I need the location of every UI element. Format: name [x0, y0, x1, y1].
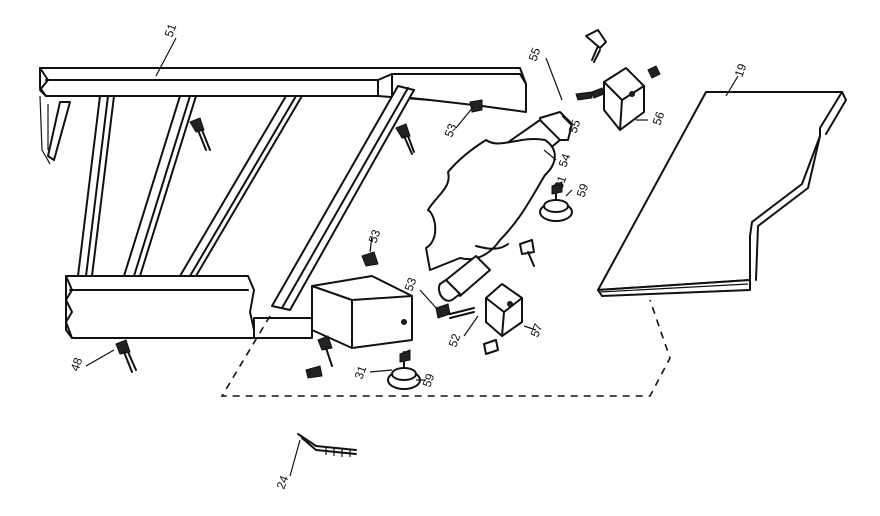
front-end-bracket	[311, 275, 413, 349]
label-55-right: 55	[566, 117, 584, 135]
hook-bolt	[297, 433, 357, 457]
assembly-dashed-line	[220, 299, 671, 397]
label-56: 56	[650, 109, 668, 127]
rear-end-cap-block	[575, 67, 645, 131]
label-53-top: 53	[442, 121, 460, 139]
table-board	[597, 91, 847, 297]
bottom-frame-rail	[65, 275, 313, 339]
label-48: 48	[68, 355, 86, 373]
part-labels: 51 55 55 53 54 56 19 31 59 53 53 52 57 4…	[68, 21, 750, 491]
label-19: 19	[732, 61, 750, 79]
label-59-right: 59	[574, 181, 592, 199]
label-52: 52	[446, 331, 464, 349]
leader-lines	[85, 37, 739, 477]
label-51: 51	[162, 21, 180, 39]
fasteners	[115, 29, 661, 379]
label-24: 24	[274, 473, 292, 491]
roller-assembly	[425, 111, 573, 302]
label-53-bottom: 53	[402, 275, 420, 293]
label-31-right: 31	[552, 173, 570, 191]
label-59-bottom: 59	[420, 371, 438, 389]
front-end-cap-block	[485, 283, 523, 337]
label-57: 57	[528, 321, 546, 339]
label-54: 54	[556, 151, 574, 169]
label-53-middle: 53	[366, 227, 384, 245]
label-31-bottom: 31	[352, 363, 370, 381]
frame-slats	[47, 85, 415, 311]
label-55-top: 55	[526, 45, 544, 63]
feet	[387, 181, 573, 390]
